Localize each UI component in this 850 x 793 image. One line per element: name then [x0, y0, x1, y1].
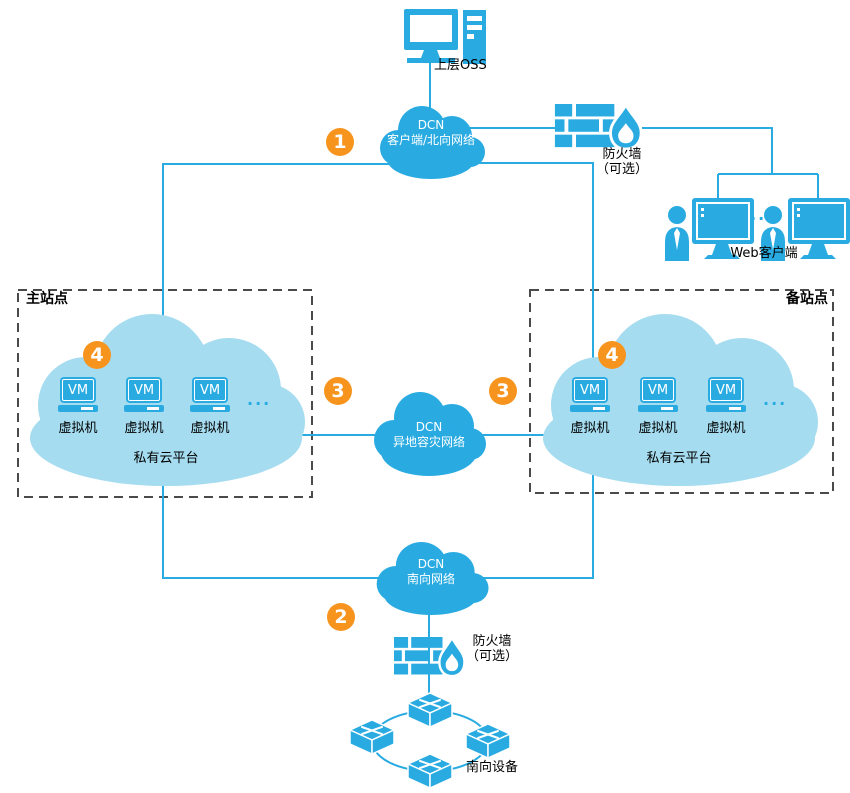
- vm-base: [58, 405, 98, 412]
- vm-label: 虚拟机: [190, 421, 230, 436]
- vm-base: [124, 405, 164, 412]
- southbound-network-cloud: [376, 542, 489, 615]
- primary-site-box: [17, 289, 313, 498]
- firewall-bottom-label: 防火墙: [472, 634, 512, 649]
- vm-base: [638, 405, 678, 412]
- web-client-icon: [664, 198, 754, 262]
- firewall-top-icon: [554, 104, 643, 150]
- south-cloud-line1: DCN: [417, 557, 445, 571]
- primary-site-title: 主站点: [26, 291, 68, 307]
- switch-icon: [465, 723, 511, 759]
- switch-icon: [407, 692, 453, 728]
- firewall-top-label: 防火墙: [602, 147, 642, 162]
- vm-icon: VM: [190, 377, 230, 412]
- step-badge-2: 2: [327, 603, 355, 631]
- vm-screen-text: VM: [647, 382, 669, 398]
- backup-platform-label: 私有云平台: [646, 451, 712, 466]
- vm-label: 虚拟机: [58, 421, 98, 436]
- vm-label: 虚拟机: [570, 421, 610, 436]
- dr-cloud-line1: DCN: [415, 420, 443, 434]
- vm-icon: VM: [58, 377, 98, 412]
- vm-icon: VM: [706, 377, 746, 412]
- vm-label: 虚拟机: [638, 421, 678, 436]
- vm-screen-text: VM: [133, 382, 155, 398]
- north-cloud-line1: DCN: [417, 118, 445, 132]
- vm-screen-text: VM: [199, 382, 221, 398]
- web-clients-label: Web客户端: [730, 246, 798, 261]
- vm-screen-text: VM: [579, 382, 601, 398]
- backup-site-title: 备站点: [786, 291, 828, 307]
- vm-screen-text: VM: [67, 382, 89, 398]
- step-badge-3-left: 3: [324, 377, 352, 405]
- backup-site-box: [529, 289, 834, 494]
- vm-base: [706, 405, 746, 412]
- step-badge-3-right: 3: [489, 377, 517, 405]
- vm-icon: VM: [638, 377, 678, 412]
- web-clients-ellipsis: ...: [742, 205, 767, 224]
- vm-label: 虚拟机: [706, 421, 746, 436]
- north-cloud-line2: 客户端/北向网络: [386, 133, 476, 147]
- northbound-network-cloud: [380, 106, 485, 179]
- switch-icon: [349, 719, 395, 755]
- dr-network-cloud: [374, 392, 486, 476]
- backup-vm-ellipsis: ...: [763, 390, 788, 409]
- primary-vm-ellipsis: ...: [247, 390, 272, 409]
- primary-site-cloud: [30, 314, 305, 486]
- dr-cloud-line2: 异地容灾网络: [392, 435, 465, 449]
- vm-base: [570, 405, 610, 412]
- southbound-devices-label: 南向设备: [466, 760, 519, 775]
- backup-site-cloud: [543, 314, 818, 486]
- vm-base: [190, 405, 230, 412]
- vm-screen-text: VM: [715, 382, 737, 398]
- primary-platform-label: 私有云平台: [133, 451, 199, 466]
- south-cloud-line2: 南向网络: [406, 572, 455, 586]
- step-badge-4-backup: 4: [598, 341, 626, 369]
- switch-icon: [407, 753, 453, 789]
- vm-icon: VM: [124, 377, 164, 412]
- firewall-bottom-optional: （可选）: [465, 649, 518, 664]
- vm-icon: VM: [570, 377, 610, 412]
- oss-computer-icon: [404, 9, 486, 64]
- firewall-bottom-icon: [394, 637, 466, 677]
- web-client-icon: [760, 198, 850, 262]
- oss-label: 上层OSS: [434, 58, 487, 73]
- step-badge-1: 1: [326, 128, 354, 156]
- step-badge-4-primary: 4: [83, 341, 111, 369]
- firewall-top-optional: （可选）: [595, 162, 648, 177]
- vm-label: 虚拟机: [124, 421, 164, 436]
